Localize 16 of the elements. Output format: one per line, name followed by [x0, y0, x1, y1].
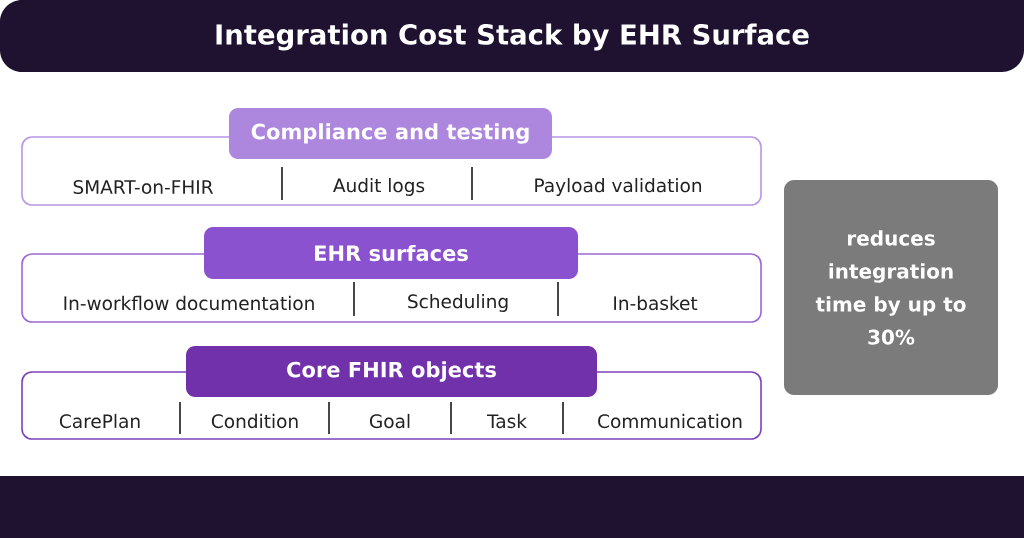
heading-pill: Core FHIR objects: [186, 346, 597, 397]
item-label: Task: [487, 413, 527, 429]
item-label: In-basket: [614, 295, 698, 311]
item-label: Scheduling: [408, 294, 508, 312]
item-label: Goal: [370, 413, 410, 429]
title-bar: Integration Cost Stack by EHR Surface: [0, 0, 1024, 72]
heading-pill: EHR surfaces: [204, 227, 578, 279]
item-label: Payload validation: [535, 178, 702, 196]
item-label: CarePlan: [59, 413, 140, 429]
callout-box: reduces integration time by up to 30%: [784, 180, 998, 395]
heading-pill: Compliance and testing: [229, 108, 552, 159]
item-label: Communication: [598, 413, 742, 429]
item-label: Audit logs: [333, 178, 425, 196]
item-label: Condition: [211, 413, 298, 429]
item-label: In-workflow documentation: [64, 295, 314, 311]
item-label: SMART-on-FHIR: [73, 180, 214, 194]
